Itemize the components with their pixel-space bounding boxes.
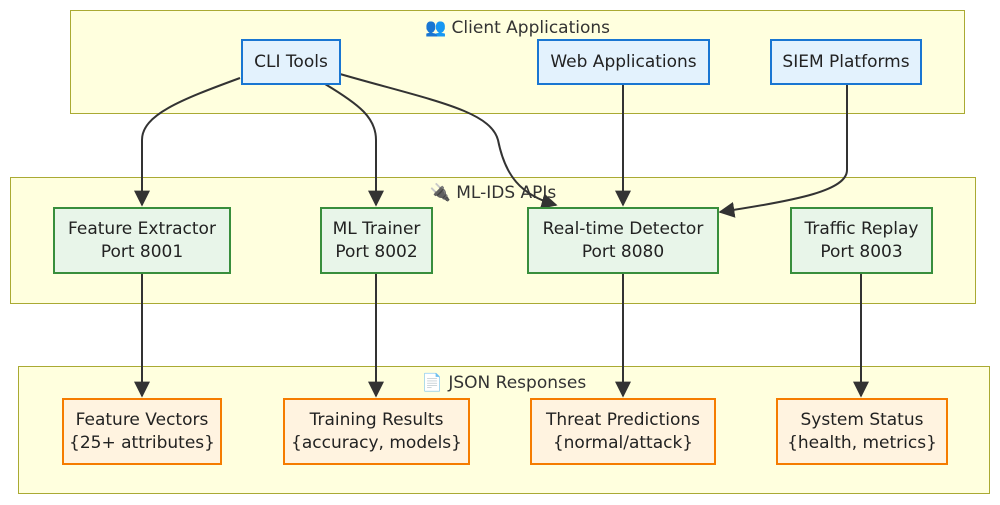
edge-cli-to-detector [339, 73, 558, 209]
realtime-detector-port: Port 8080 [581, 241, 665, 262]
web-applications-node[interactable]: Web Applications [537, 39, 710, 85]
threat-predictions-name: Threat Predictions [545, 409, 701, 430]
edge-cli-to-feature-extractor [134, 77, 241, 207]
system-status-detail: {health, metrics} [787, 432, 937, 453]
training-results-name: Training Results [309, 409, 444, 430]
feature-vectors-name: Feature Vectors [75, 409, 209, 430]
cli-tools-label: CLI Tools [254, 51, 328, 72]
edge-siem-to-detector [718, 84, 848, 218]
ml-trainer-node[interactable]: ML Trainer Port 8002 [320, 207, 433, 274]
ml-trainer-name: ML Trainer [332, 218, 421, 239]
system-status-name: System Status [800, 409, 924, 430]
ml-trainer-port: Port 8002 [335, 241, 418, 262]
realtime-detector-name: Real-time Detector [542, 218, 704, 239]
threat-predictions-detail: {normal/attack} [552, 432, 694, 453]
threat-predictions-node[interactable]: Threat Predictions {normal/attack} [530, 398, 716, 465]
traffic-replay-port: Port 8003 [820, 241, 903, 262]
feature-vectors-detail: {25+ attributes} [69, 432, 215, 453]
traffic-replay-name: Traffic Replay [804, 218, 919, 239]
web-applications-label: Web Applications [550, 51, 697, 72]
feature-extractor-name: Feature Extractor [68, 218, 216, 239]
siem-platforms-label: SIEM Platforms [782, 51, 910, 72]
system-status-node[interactable]: System Status {health, metrics} [776, 398, 948, 465]
cli-tools-node[interactable]: CLI Tools [241, 39, 341, 85]
feature-extractor-port: Port 8001 [100, 241, 184, 262]
edge-cli-to-ml-trainer [324, 83, 384, 207]
siem-platforms-node[interactable]: SIEM Platforms [770, 39, 922, 85]
traffic-replay-node[interactable]: Traffic Replay Port 8003 [790, 207, 933, 274]
realtime-detector-node[interactable]: Real-time Detector Port 8080 [527, 207, 719, 274]
ml-ids-apis-title: 🔌 ML-IDS APIs [429, 183, 557, 203]
training-results-node[interactable]: Training Results {accuracy, models} [283, 398, 470, 465]
feature-vectors-node[interactable]: Feature Vectors {25+ attributes} [62, 398, 222, 465]
training-results-detail: {accuracy, models} [291, 432, 462, 453]
json-responses-title: 📄 JSON Responses [421, 373, 587, 393]
client-applications-title: 👥 Client Applications [424, 18, 611, 38]
feature-extractor-node[interactable]: Feature Extractor Port 8001 [53, 207, 231, 274]
